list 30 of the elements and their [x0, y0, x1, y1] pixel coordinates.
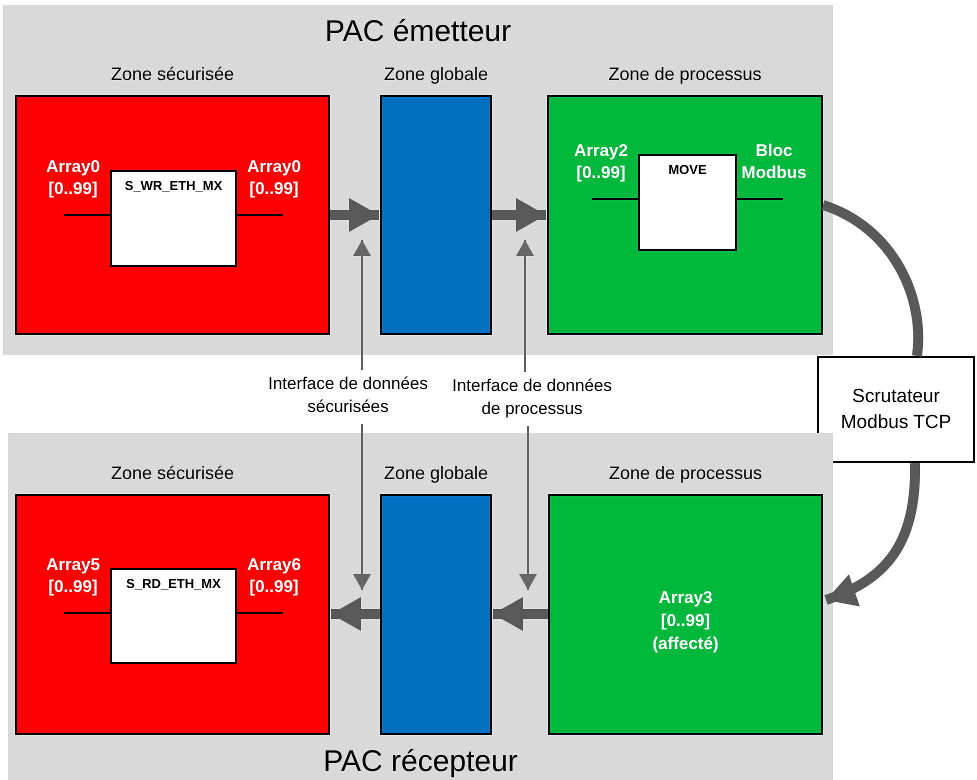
- variable-label: Array5 [0..99]: [45, 554, 101, 598]
- controller-panel: [8, 433, 833, 780]
- block-name: MOVE: [668, 162, 707, 178]
- block-name: S_RD_ETH_MX: [126, 576, 221, 592]
- block-name: S_WR_ETH_MX: [124, 178, 222, 194]
- interface-arrow: [519, 426, 537, 590]
- variable-label: Array6 [0..99]: [246, 554, 302, 598]
- zone-heading: Zone sécurisée: [110, 63, 236, 85]
- variable-label: Array0 [0..99]: [246, 156, 302, 200]
- variable-label: Array0 [0..99]: [45, 156, 101, 200]
- panel-title: PAC émetteur: [324, 15, 512, 49]
- controller-panel: [3, 5, 833, 355]
- zone-heading: Zone globale: [382, 462, 490, 484]
- zone-heading: Zone sécurisée: [110, 462, 236, 484]
- zone-heading: Zone de processus: [607, 63, 763, 85]
- zone-variable-label: Array3 [0..99] (affecté): [651, 587, 720, 655]
- interface-arrow: [516, 240, 534, 372]
- flow-arrow: [493, 597, 548, 631]
- flow-arrow: [492, 198, 546, 232]
- flow-arrow: [331, 597, 380, 631]
- zone-heading: Zone globale: [382, 63, 490, 85]
- zone-heading: Zone de processus: [608, 462, 764, 484]
- variable-label: Bloc Modbus: [741, 140, 807, 184]
- flow-arrow: [330, 198, 379, 232]
- interface-arrow: [353, 424, 371, 590]
- scanner-box: Scrutateur Modbus TCP: [817, 356, 975, 463]
- flow-arrow: [824, 462, 920, 606]
- interface-arrow: [353, 240, 371, 370]
- panel-title: PAC récepteur: [323, 745, 518, 779]
- variable-label: Array2 [0..99]: [573, 140, 629, 184]
